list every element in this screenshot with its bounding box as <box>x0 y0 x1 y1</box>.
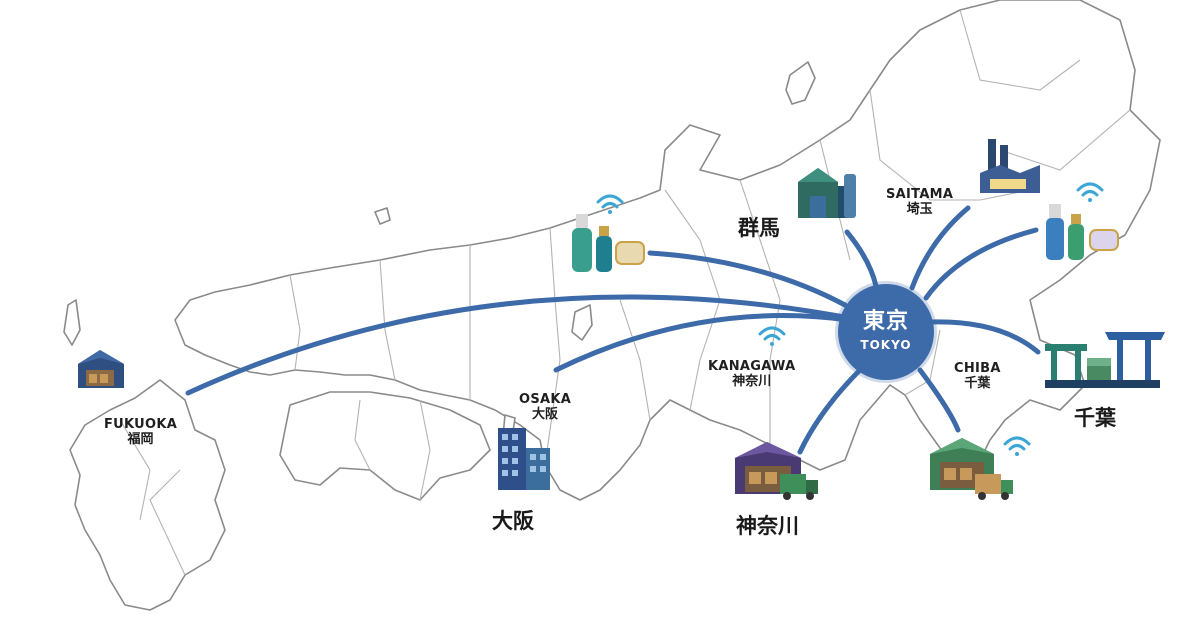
caption-kanagawa: 神奈川 <box>736 514 799 538</box>
container-port-icon <box>1045 332 1165 388</box>
label-osaka-en: OSAKA <box>519 392 572 407</box>
route-gunma <box>844 229 879 289</box>
route-osaka <box>553 313 851 373</box>
cosmetics-icon <box>572 214 645 272</box>
caption-osaka: 大阪 <box>492 509 534 533</box>
label-kanagawa-en: KANAGAWA <box>708 359 796 374</box>
japan-outline <box>63 0 1161 611</box>
label-osaka-jp: 大阪 <box>532 406 559 422</box>
label-saitama-jp: 埼玉 <box>906 201 933 217</box>
delivery-truck-icon <box>975 474 1013 500</box>
cosmetics-icon <box>1046 204 1119 260</box>
wifi-icon <box>1076 182 1104 202</box>
route-cosmetics-west <box>647 250 848 308</box>
route-saitama <box>909 205 971 291</box>
factory-icon <box>980 139 1040 193</box>
route-cosmetics-east <box>923 227 1039 301</box>
office-building-icon <box>498 428 550 490</box>
route-kanagawa <box>797 367 863 455</box>
shikoku-landmass <box>279 391 491 501</box>
delivery-truck-icon <box>780 474 818 500</box>
lake-biwa <box>571 304 593 341</box>
route-fukuoka <box>185 294 863 396</box>
caption-gunma: 群馬 <box>738 216 780 240</box>
label-kanagawa: KANAGAWA 神奈川 <box>708 359 796 390</box>
kyushu-landmass <box>69 379 226 611</box>
warehouse-icon <box>78 350 124 388</box>
wifi-icon <box>758 326 786 346</box>
label-osaka: OSAKA 大阪 <box>519 392 572 423</box>
oki-island <box>374 207 391 225</box>
route-chiba <box>927 319 1041 355</box>
label-saitama: SAITAMA 埼玉 <box>886 187 954 218</box>
label-kanagawa-jp: 神奈川 <box>732 373 772 389</box>
label-chiba-jp: 千葉 <box>964 375 991 391</box>
sado-island <box>785 61 816 105</box>
route-chiba-warehouse <box>917 367 961 433</box>
routes <box>185 205 1041 455</box>
label-chiba: CHIBA 千葉 <box>954 361 1001 392</box>
label-fukuoka-en: FUKUOKA <box>104 417 178 432</box>
hub-name-jp: 東京 <box>862 309 909 334</box>
tsushima-island <box>63 299 81 346</box>
wifi-icon <box>596 194 624 214</box>
label-chiba-en: CHIBA <box>954 361 1001 376</box>
label-fukuoka: FUKUOKA 福岡 <box>104 417 178 448</box>
wifi-icon <box>1003 436 1031 456</box>
tokyo-hub: 東京 TOKYO <box>838 284 934 380</box>
label-fukuoka-jp: 福岡 <box>127 431 154 447</box>
caption-chiba: 千葉 <box>1074 406 1116 430</box>
label-saitama-en: SAITAMA <box>886 187 954 202</box>
hub-name-en: TOKYO <box>860 338 912 352</box>
factory-icon <box>798 168 856 218</box>
